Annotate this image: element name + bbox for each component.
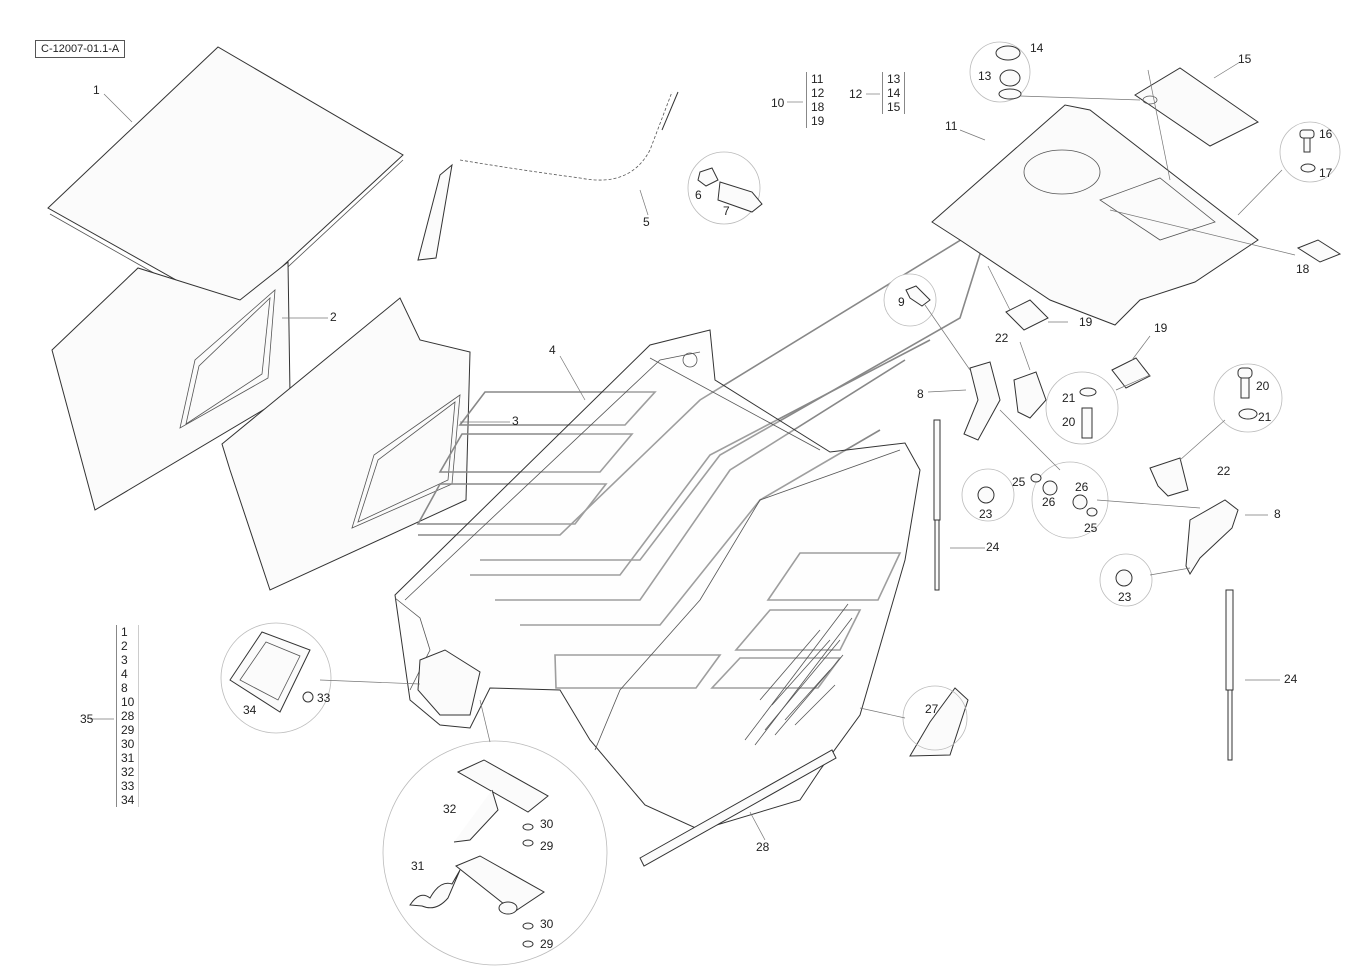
kit-35-item: 32 [121, 765, 135, 779]
kit-12-label: 12 [849, 87, 863, 101]
part-23-25-26-bushings [961, 461, 1153, 607]
kit-12-item: 15 [887, 100, 901, 114]
callout-21-a: 21 [1062, 391, 1076, 405]
callout-34: 34 [243, 703, 257, 717]
kit-35-item: 2 [121, 639, 128, 653]
part-15-lid [1134, 67, 1259, 147]
callout-6: 6 [695, 188, 702, 202]
callout-25-a: 25 [1012, 475, 1026, 489]
callout-24-b: 24 [1284, 672, 1298, 686]
kit-35-label: 35 [80, 712, 94, 726]
kit-10-label: 10 [771, 96, 785, 110]
part-4-hood-body [394, 329, 921, 831]
part-24-gas-struts [933, 419, 1234, 761]
callout-19-a: 19 [1079, 315, 1093, 329]
kit-35-item: 30 [121, 737, 135, 751]
callout-7: 7 [723, 204, 730, 218]
kit-35-item: 1 [121, 625, 128, 639]
callout-21-b: 21 [1258, 410, 1272, 424]
kit-12-item: 14 [887, 86, 901, 100]
drawing-reference-code: C-12007-01.1-A [35, 40, 126, 58]
callout-2: 2 [330, 310, 337, 324]
callout-14: 14 [1030, 41, 1044, 55]
callout-33: 33 [317, 691, 331, 705]
callout-18: 18 [1296, 262, 1310, 276]
part-13-14-cap [969, 41, 1031, 103]
callout-5: 5 [643, 215, 650, 229]
callout-27: 27 [925, 702, 939, 716]
callout-25-b: 25 [1084, 521, 1098, 535]
part-33-34-latch-cover [220, 622, 332, 734]
callout-8-lower: 8 [1274, 507, 1281, 521]
part-6-7-nut-bolt [687, 151, 763, 225]
part-9-bolt [883, 273, 937, 327]
callout-9: 9 [898, 295, 905, 309]
kit-12-item: 13 [887, 72, 901, 86]
callout-16: 16 [1319, 127, 1333, 141]
callout-22-b: 22 [1217, 464, 1231, 478]
part-27-deflector [902, 685, 969, 757]
callout-26-a: 26 [1042, 495, 1056, 509]
part-3-highlight-outlines [416, 220, 992, 689]
callout-31: 31 [411, 859, 425, 873]
callout-30-b: 30 [540, 917, 554, 931]
callout-17: 17 [1319, 166, 1333, 180]
kit-35-item: 29 [121, 723, 135, 737]
callout-23-b: 23 [1118, 590, 1132, 604]
callout-28: 28 [756, 840, 770, 854]
kit-35-item: 8 [121, 681, 128, 695]
kit-35-items: 1 2 3 4 8 10 28 29 30 31 32 33 34 [116, 625, 140, 807]
callout-3: 3 [512, 414, 519, 428]
part-3-side-panel [221, 297, 471, 591]
callout-26-b: 26 [1075, 480, 1089, 494]
part-16-17-bolt-washer [1279, 121, 1341, 183]
callout-20-b: 20 [1256, 379, 1270, 393]
part-1-top-panel [47, 46, 404, 319]
kit-10-items: 11 12 18 19 [806, 72, 824, 128]
callout-8-upper: 8 [917, 387, 924, 401]
kit-10-item: 12 [811, 86, 825, 100]
part-2-side-panel [51, 260, 291, 511]
callout-30-a: 30 [540, 817, 554, 831]
part-29-32-latch-assembly [382, 740, 608, 966]
kit-35-item: 31 [121, 751, 135, 765]
kit-10-item: 19 [811, 114, 825, 128]
kit-35-item: 10 [121, 695, 135, 709]
part-19-brackets [1005, 299, 1151, 389]
kit-35-item: 34 [121, 793, 135, 807]
part-5-cable [417, 91, 679, 261]
callout-29-a: 29 [540, 839, 554, 853]
callout-24-a: 24 [986, 540, 1000, 554]
kit-35-item: 3 [121, 653, 128, 667]
part-22-brackets [1013, 371, 1189, 497]
callout-11: 11 [945, 119, 958, 133]
part-11-rear-tray [931, 104, 1259, 326]
callout-13: 13 [978, 69, 992, 83]
part-18-decal [1296, 239, 1342, 263]
kit-35-item: 4 [121, 667, 128, 681]
callout-19-b: 19 [1154, 321, 1168, 335]
part-4-vent-slots [744, 603, 853, 746]
callout-32: 32 [443, 802, 457, 816]
callout-29-b: 29 [540, 937, 554, 951]
kit-35-item: 33 [121, 779, 135, 793]
callout-23-a: 23 [979, 507, 993, 521]
part-20-21-bolts [1045, 363, 1283, 445]
callout-15: 15 [1238, 52, 1252, 66]
kit-10-item: 18 [811, 100, 825, 114]
kit-10-item: 11 [811, 72, 824, 86]
part-8-hinges [963, 361, 1239, 576]
callout-4: 4 [549, 343, 556, 357]
kit-35-item: 28 [121, 709, 135, 723]
part-28-seal-strip [639, 749, 837, 867]
kit-12-items: 13 14 15 [882, 72, 906, 114]
callout-22-a: 22 [995, 331, 1009, 345]
callout-1: 1 [93, 83, 100, 97]
leader-lines [90, 61, 1296, 841]
callout-20-a: 20 [1062, 415, 1076, 429]
